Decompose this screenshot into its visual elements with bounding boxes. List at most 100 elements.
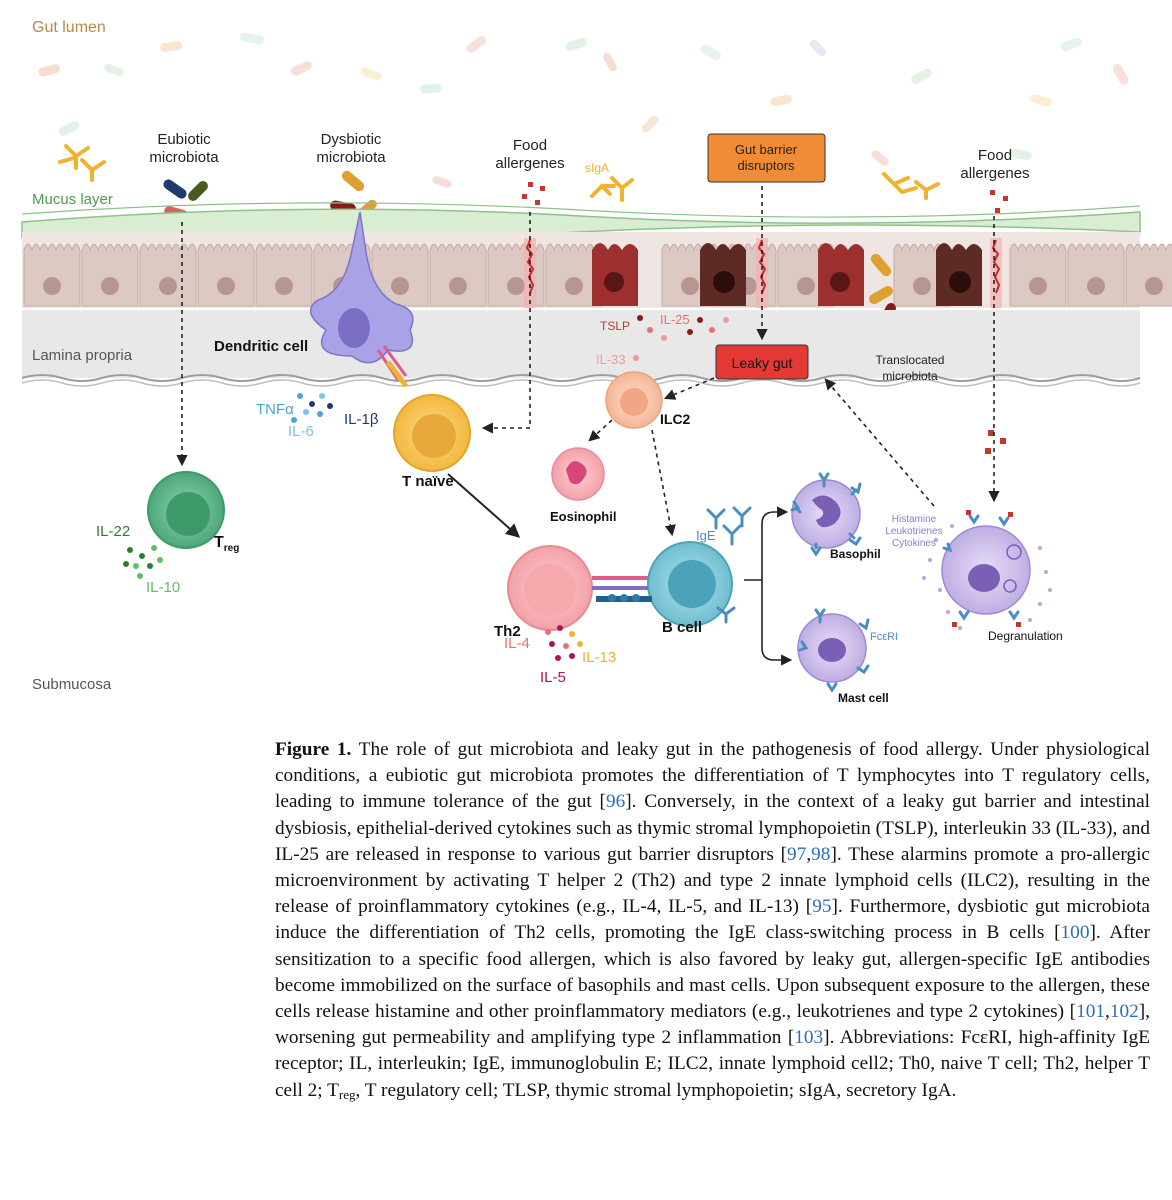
epithelial-cell bbox=[429, 243, 487, 307]
goblet-cells bbox=[592, 243, 982, 306]
label-il4: IL-4 bbox=[504, 635, 530, 652]
figure-illustration: Gut lumen Eubiotic microbiota D bbox=[21, 19, 1172, 705]
dendritic-cell bbox=[309, 211, 414, 388]
epithelial-cell bbox=[197, 243, 255, 307]
label-mast-cell: Mast cell bbox=[838, 691, 889, 705]
caption-text: ]. These alarmins promote a pro-allergic… bbox=[275, 843, 1150, 918]
label-leaky-gut: Leaky gut bbox=[732, 355, 793, 371]
label-ilc2: ILC2 bbox=[660, 411, 691, 427]
label-food-2b: allergenes bbox=[960, 165, 1029, 182]
epithelial-cell bbox=[371, 243, 429, 307]
caption-text: ]. Furthermore, dysbiotic gut microbiota… bbox=[275, 896, 1150, 944]
label-cytokines: Cytokines bbox=[892, 538, 936, 549]
degranulation-dots bbox=[922, 524, 1052, 630]
epithelial-nucleus bbox=[565, 277, 583, 295]
reference-link[interactable]: 97 bbox=[787, 843, 807, 865]
antibody-icon bbox=[58, 144, 106, 182]
epithelial-cell bbox=[1125, 243, 1172, 307]
allergen-particle-icon bbox=[522, 182, 1008, 454]
label-degranulation: Degranulation bbox=[988, 629, 1063, 643]
antibody-icon bbox=[942, 514, 1020, 621]
label-dysbiotic-1: Dysbiotic bbox=[321, 131, 382, 148]
reference-link[interactable]: 101 bbox=[1076, 1001, 1105, 1023]
epithelial-nucleus bbox=[1087, 277, 1105, 295]
label-translocated-1: Translocated bbox=[876, 353, 945, 367]
region-label-lumen: Gut lumen bbox=[32, 19, 106, 36]
th2-cell bbox=[507, 545, 593, 631]
label-b-cell: B cell bbox=[662, 619, 702, 636]
basophil-cell bbox=[791, 479, 861, 549]
caption-text: ]. After sensitization to a specific foo… bbox=[275, 922, 1151, 1023]
barrier-disruptors-box bbox=[707, 133, 826, 183]
antibody-icon bbox=[706, 506, 752, 624]
leaky-gut-box bbox=[715, 344, 809, 380]
gut-allergy-diagram: Gut lumen Eubiotic microbiota D bbox=[21, 19, 1172, 705]
region-label-lamina: Lamina propria bbox=[32, 347, 133, 364]
epithelial-cell bbox=[139, 243, 197, 307]
reference-link[interactable]: 102 bbox=[1109, 1001, 1139, 1023]
label-th2: Th2 bbox=[494, 623, 521, 640]
epithelial-nucleus bbox=[159, 277, 177, 295]
lumen-bacteria bbox=[38, 32, 1129, 189]
alarmin-dots bbox=[633, 315, 729, 361]
label-dendritic: Dendritic cell bbox=[214, 338, 308, 355]
label-treg: Treg bbox=[214, 534, 239, 554]
label-fceri: FcεRI bbox=[870, 631, 898, 643]
ilc2-cell bbox=[605, 371, 663, 429]
reference-link[interactable]: 103 bbox=[794, 1027, 824, 1049]
b-cell bbox=[647, 541, 733, 627]
caption-text: The role of gut microbiota and leaky gut… bbox=[275, 739, 1150, 813]
caption-text: , bbox=[1105, 1001, 1110, 1023]
antibody-icon bbox=[790, 472, 862, 557]
antibody-icon bbox=[590, 176, 634, 202]
caption-text: , bbox=[806, 843, 812, 865]
epithelial-nucleus bbox=[217, 277, 235, 295]
epithelial-nucleus bbox=[101, 277, 119, 295]
reference-link[interactable]: 95 bbox=[812, 896, 832, 918]
epithelial-nucleus bbox=[1145, 277, 1163, 295]
epithelial-nucleus bbox=[43, 277, 61, 295]
region-label-mucus: Mucus layer bbox=[32, 191, 113, 208]
label-barrier-2: disruptors bbox=[737, 158, 795, 173]
eosinophil-cell bbox=[551, 447, 605, 501]
mast-cell bbox=[797, 613, 867, 683]
label-il10: IL-10 bbox=[146, 579, 180, 596]
label-tslp: TSLP bbox=[600, 319, 630, 333]
epithelial-nucleus bbox=[507, 277, 525, 295]
caption-text: ], worsening gut permeability and amplif… bbox=[275, 1001, 1150, 1049]
epithelial-nucleus bbox=[449, 277, 467, 295]
reference-link[interactable]: 100 bbox=[1060, 922, 1090, 944]
region-label-submucosa: Submucosa bbox=[32, 676, 112, 693]
epithelial-nucleus bbox=[1029, 277, 1047, 295]
treg-cell bbox=[147, 471, 225, 549]
label-translocated-2: microbiota bbox=[882, 369, 938, 383]
label-t-naive: T naïve bbox=[402, 473, 454, 490]
t-naive-cell bbox=[393, 394, 471, 472]
epithelial-nucleus bbox=[391, 277, 409, 295]
label-eubiotic-2: microbiota bbox=[149, 149, 219, 166]
label-il13: IL-13 bbox=[582, 649, 616, 666]
label-il25: IL-25 bbox=[660, 312, 690, 327]
epithelial-nucleus bbox=[275, 277, 293, 295]
label-basophil: Basophil bbox=[830, 547, 881, 561]
caption-label: Figure 1. bbox=[275, 739, 352, 760]
label-il33: IL-33 bbox=[596, 352, 626, 367]
label-eubiotic-1: Eubiotic bbox=[157, 131, 211, 148]
label-food-1b: allergenes bbox=[495, 155, 564, 172]
label-histamine: Histamine bbox=[892, 514, 937, 525]
antibody-icon bbox=[882, 172, 940, 200]
epithelial-cell bbox=[81, 243, 139, 307]
reference-link[interactable]: 96 bbox=[605, 791, 626, 813]
label-tnfa: TNFα bbox=[256, 401, 294, 418]
label-barrier-1: Gut barrier bbox=[735, 142, 798, 157]
antibody-icon bbox=[798, 608, 870, 693]
label-leukotrienes: Leukotrienes bbox=[885, 526, 942, 537]
caption-text: , T regulatory cell; TLSP, thymic stroma… bbox=[355, 1079, 957, 1101]
reference-link[interactable]: 98 bbox=[811, 843, 831, 865]
label-il1b: IL-1β bbox=[344, 411, 379, 428]
caption-text: ]. Abbreviations: FcεRI, high-affinity I… bbox=[275, 1027, 1150, 1101]
allergen-particle-icon bbox=[952, 510, 1021, 627]
epithelial-nucleus bbox=[681, 277, 699, 295]
epithelial-nucleus bbox=[913, 277, 931, 295]
label-food-2a: Food bbox=[978, 147, 1012, 164]
